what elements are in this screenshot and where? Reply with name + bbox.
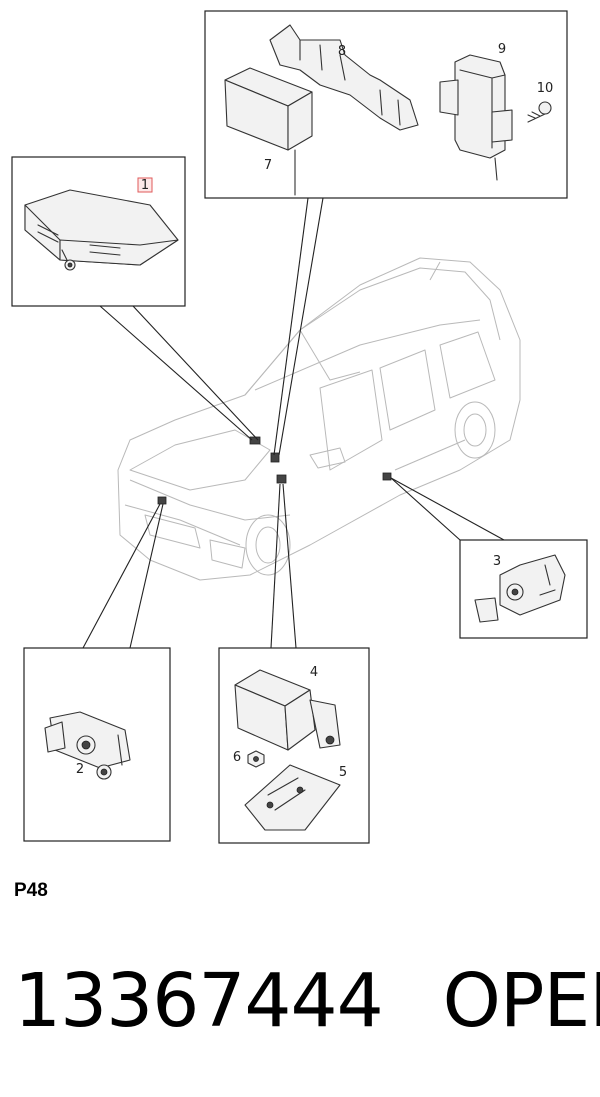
callout-8: 8	[338, 44, 346, 59]
part-number-line: 13367444 OPEL	[14, 958, 600, 1044]
callout-5: 5	[339, 765, 347, 780]
part-number: 13367444	[14, 958, 384, 1044]
panel-part-1: 1	[11, 156, 186, 307]
callout-9: 9	[498, 42, 506, 57]
callout-6: 6	[233, 750, 241, 765]
callout-1: 1	[141, 178, 149, 193]
callout-4: 4	[310, 665, 318, 680]
callout-2: 2	[76, 762, 84, 777]
panel-parts-7-10: 7 8 9 10	[204, 10, 568, 199]
manufacturer-name: OPEL	[442, 958, 600, 1044]
panel-part-2: 2	[23, 647, 171, 842]
callout-10: 10	[537, 81, 554, 96]
page-code: P48	[14, 880, 48, 901]
panel-part-3: 3	[459, 539, 588, 639]
parts-diagram: 1 7 8 9 10 2	[11, 10, 588, 844]
sensor-markers	[157, 436, 392, 505]
panel-parts-4-6: 4 6 5	[218, 647, 370, 844]
callout-7: 7	[264, 158, 272, 173]
leader-lines	[82, 197, 505, 649]
callout-3: 3	[493, 554, 501, 569]
